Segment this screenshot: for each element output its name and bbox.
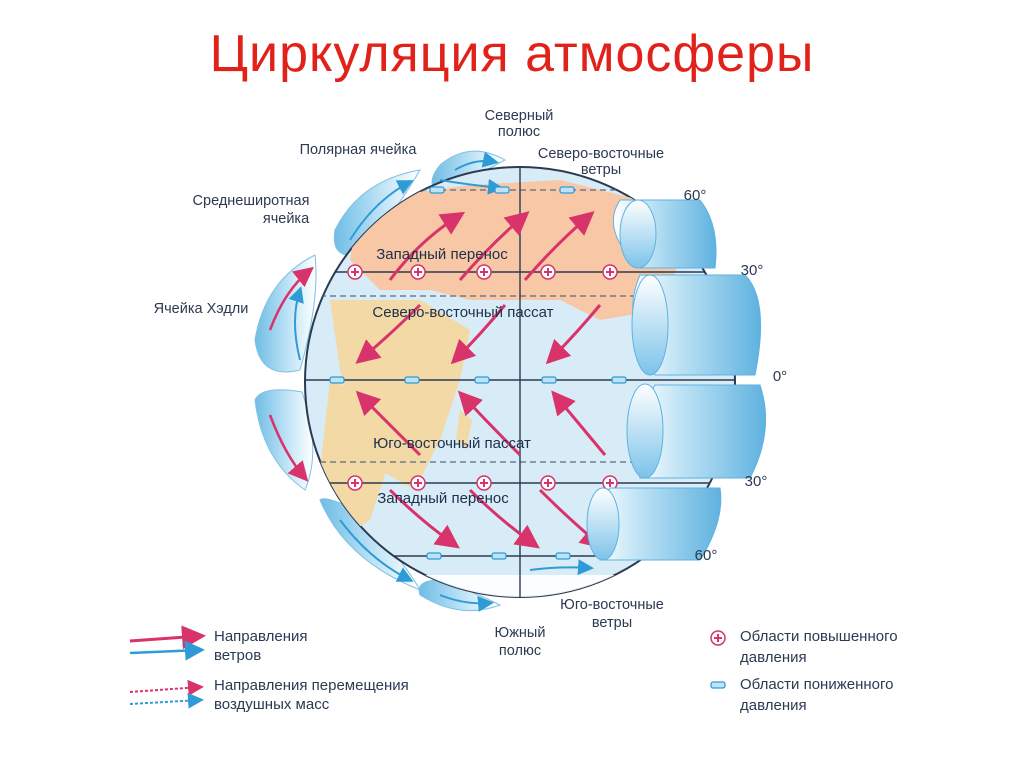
ne-winds-label-1: Северо-восточные: [538, 146, 664, 162]
hadley-cell-south-shape: [254, 389, 314, 491]
ne-winds-label-2: ветры: [581, 162, 621, 178]
landmass-eurasia: [350, 180, 680, 320]
north-pole-label-2: полюс: [498, 124, 540, 140]
latitude-30n-label: 30°: [741, 262, 764, 279]
westerlies-south-label: Западный перенос: [377, 490, 509, 507]
left-cells: [254, 150, 507, 612]
legend-high-pressure-1: Области повышенного: [740, 628, 898, 645]
legend-wind-directions-2: ветров: [214, 647, 261, 664]
north-pole-label-1: Северный: [485, 108, 554, 124]
se-winds-label-1: Юго-восточные: [560, 597, 664, 613]
hadley-cell-label: Ячейка Хэдли: [154, 301, 249, 317]
latitude-30s-label: 30°: [745, 473, 768, 490]
midlatitude-cell-south-shape: [319, 498, 422, 591]
high-pressure-markers: [347, 264, 618, 491]
legend-air-mass-1: Направления перемещения: [214, 677, 409, 694]
low-pressure-markers: [329, 186, 627, 560]
legend-air-mass-2: воздушных масс: [214, 696, 330, 713]
ne-trade-wind-label: Северо-восточный пассат: [372, 304, 553, 321]
midlatitude-cell-label-2: ячейка: [263, 211, 310, 227]
latitude-60n-label: 60°: [684, 187, 707, 204]
latitude-60s-label: 60°: [695, 547, 718, 564]
legend-high-pressure-icon: [710, 630, 726, 646]
right-wind-bands: [586, 199, 767, 561]
diagram-title: Циркуляция атмосферы: [209, 25, 815, 83]
legend-air-mass-arrow-icon: [129, 679, 204, 709]
se-trade-wind-label: Юго-восточный пассат: [373, 435, 531, 452]
landmass-madagascar: [456, 410, 472, 450]
se-winds-label-2: ветры: [592, 615, 632, 631]
south-pole-label-2: полюс: [499, 643, 541, 659]
legend-low-pressure-1: Области пониженного: [740, 676, 894, 693]
south-pole-label-1: Южный: [495, 625, 546, 641]
legend-low-pressure-2: давления: [740, 697, 807, 714]
latitude-0-label: 0°: [773, 368, 787, 385]
midlatitude-cell-label-1: Среднеширотная: [193, 193, 310, 209]
polar-cell-label: Полярная ячейка: [300, 142, 418, 158]
legend-high-pressure-2: давления: [740, 649, 807, 666]
legend-low-pressure-icon: [710, 681, 726, 689]
legend-wind-arrow-icon: [129, 625, 206, 661]
wind-arrows: [355, 178, 607, 576]
legend-wind-directions-1: Направления: [214, 628, 308, 645]
westerlies-north-label: Западный перенос: [376, 246, 508, 263]
legend: Направления ветров Направления перемещен…: [129, 625, 898, 714]
